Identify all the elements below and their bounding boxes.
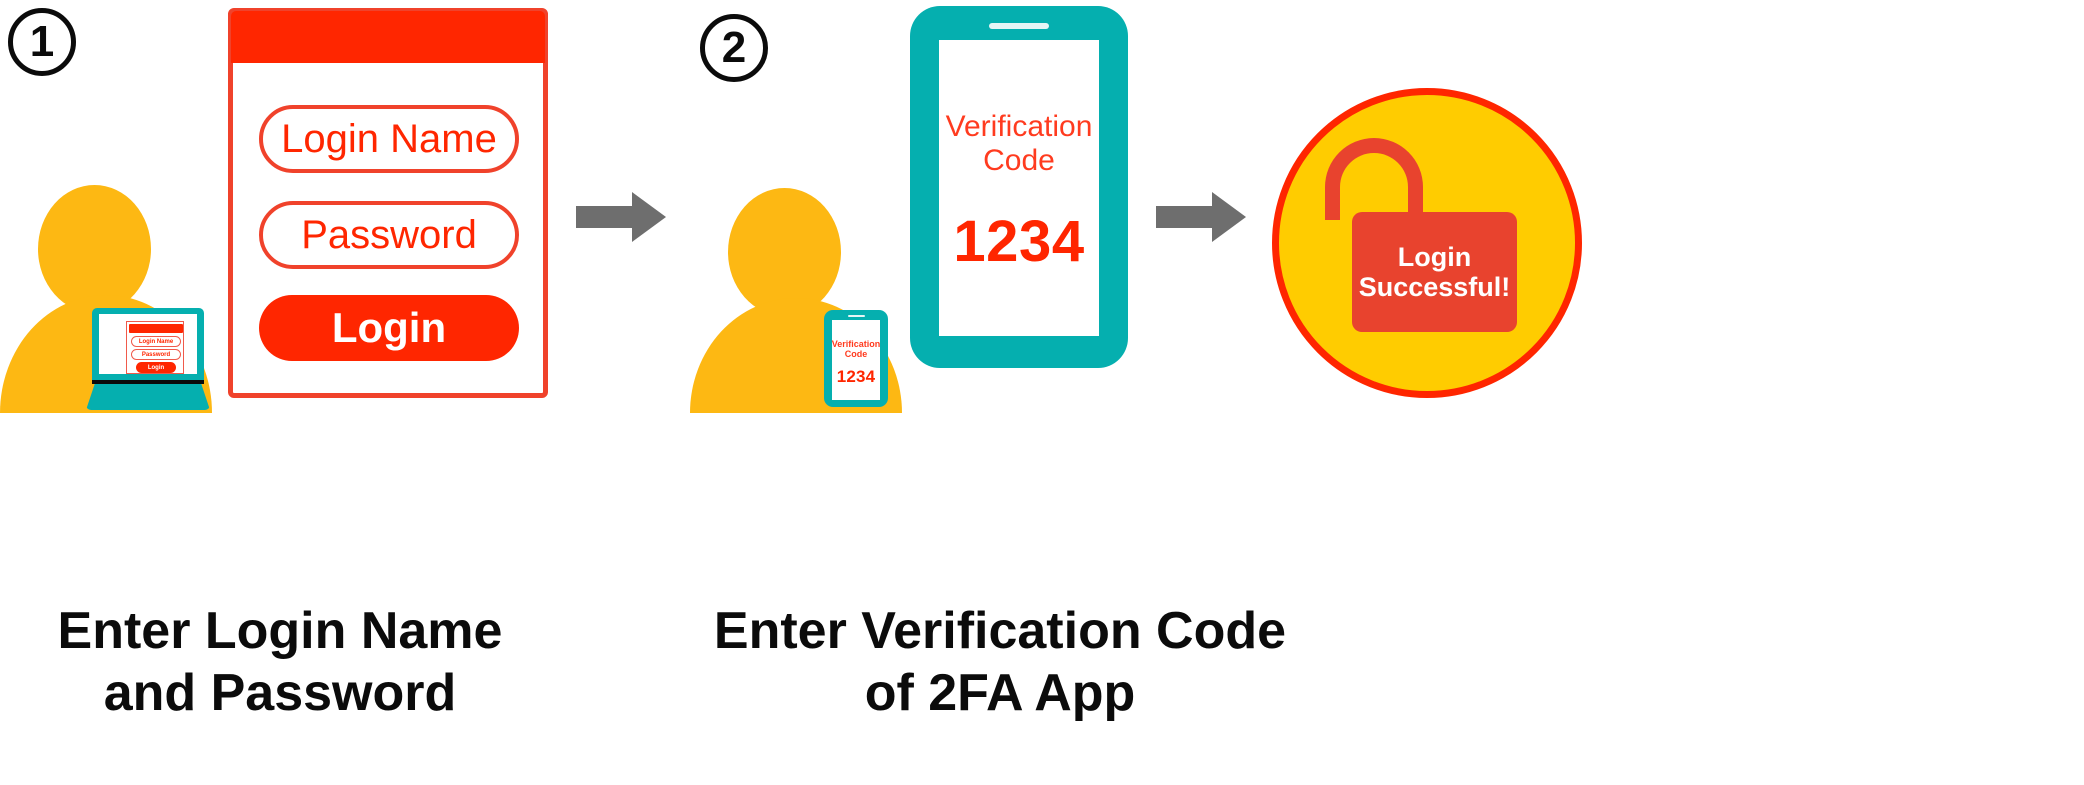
laptop-lid: Login Name Password Login <box>92 308 204 380</box>
arrow-shaft <box>1156 206 1216 228</box>
laptop-login-form: Login Name Password Login <box>126 321 184 374</box>
phone-small-screen: Verification Code 1234 <box>832 320 880 400</box>
login-name-input[interactable]: Login Name <box>259 105 519 173</box>
step1-caption: Enter Login Name and Password <box>57 602 503 723</box>
laptop-base <box>86 384 210 410</box>
laptop-password-field[interactable]: Password <box>131 349 181 360</box>
laptop-login-button[interactable]: Login <box>136 362 176 373</box>
phone-small-speaker-icon <box>848 315 865 317</box>
laptop-icon: Login Name Password Login <box>86 308 210 413</box>
verification-code-label: Verification Code <box>945 110 1093 177</box>
arrow-head <box>632 192 666 242</box>
laptop-hinge <box>92 380 204 384</box>
login-success-badge: Login Successful! <box>1272 88 1582 398</box>
phone-small-verification-label: Verification Code <box>831 339 881 360</box>
user-head-icon <box>38 185 151 313</box>
login-form-panel: Login Name Password Login <box>228 8 548 398</box>
password-input[interactable]: Password <box>259 201 519 269</box>
phone-small-verification-code: 1234 <box>836 367 876 387</box>
verification-code-value: 1234 <box>953 209 1085 275</box>
user-head-icon <box>728 188 841 316</box>
login-form-titlebar <box>231 11 545 63</box>
step-badge-1: 1 <box>8 8 76 76</box>
step2-caption: Enter Verification Code of 2FA App <box>713 602 1287 723</box>
laptop-screen: Login Name Password Login <box>99 314 197 374</box>
laptop-username-field[interactable]: Login Name <box>131 336 181 347</box>
flow-arrow-2-icon <box>1156 192 1248 242</box>
phone-large-speaker-icon <box>989 23 1049 29</box>
phone-large-screen: Verification Code 1234 <box>939 40 1099 336</box>
login-successful-message: Login Successful! <box>1352 212 1517 332</box>
arrow-head <box>1212 192 1246 242</box>
login-button[interactable]: Login <box>259 295 519 361</box>
arrow-shaft <box>576 206 636 228</box>
phone-small-icon: Verification Code 1234 <box>824 310 888 407</box>
phone-large-icon: Verification Code 1234 <box>910 6 1128 368</box>
flow-arrow-1-icon <box>576 192 668 242</box>
laptop-form-topbar <box>129 324 183 333</box>
step-badge-2: 2 <box>700 14 768 82</box>
